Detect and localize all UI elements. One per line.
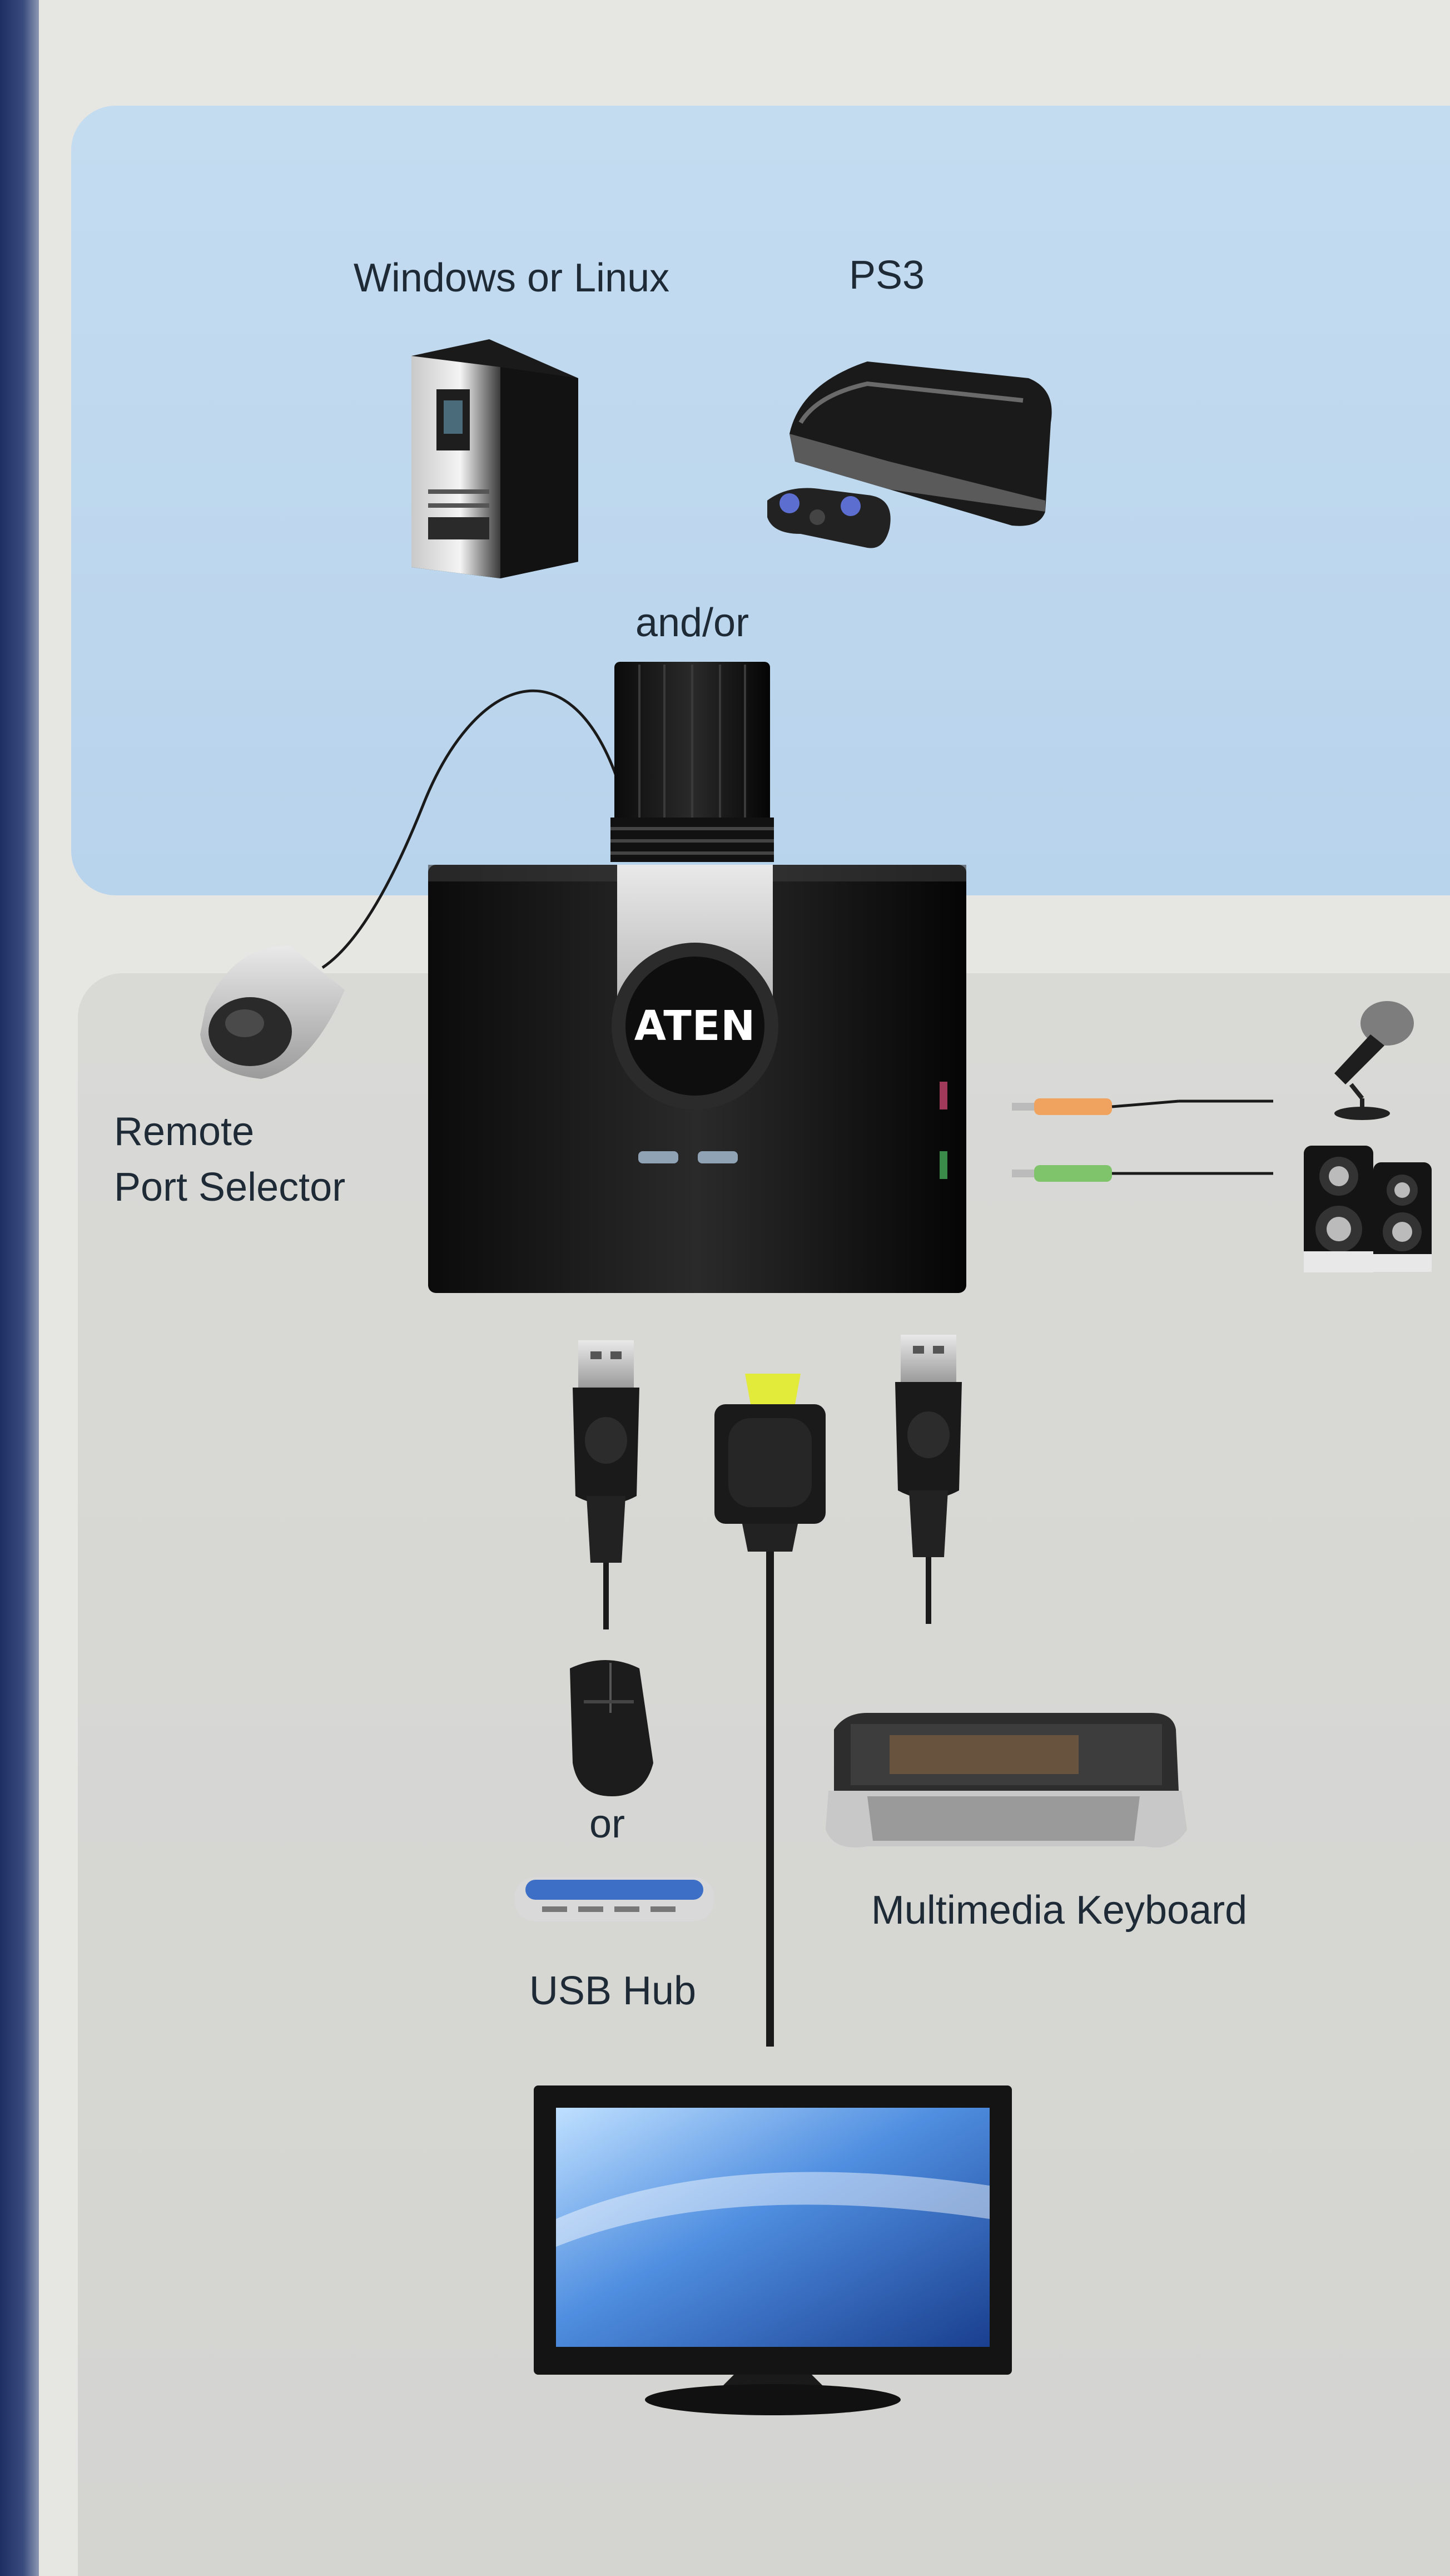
speakers-icon — [1304, 1146, 1432, 1272]
host-cable-connector — [610, 662, 774, 862]
label-usb-hub: USB Hub — [529, 1969, 697, 2013]
label-windows-linux: Windows or Linux — [353, 256, 670, 300]
microphone-icon — [1334, 1001, 1414, 1120]
box-edge — [0, 0, 39, 2576]
label-ps3: PS3 — [848, 253, 925, 298]
label-and-or: and/or — [635, 601, 749, 645]
mic-cable — [1012, 1098, 1273, 1115]
speaker-cable — [1012, 1165, 1273, 1182]
usb-plug-icon — [895, 1335, 962, 1624]
ps3-console-icon — [789, 361, 1052, 526]
mouse-icon — [570, 1660, 653, 1796]
usb-plug-icon — [573, 1340, 639, 1629]
label-keyboard: Multimedia Keyboard — [871, 1888, 1248, 1933]
usb-hub-icon — [514, 1877, 714, 1921]
kvm-switch — [428, 865, 966, 1293]
label-remote-line2: Port Selector — [114, 1165, 346, 1210]
label-remote-line1: Remote — [114, 1109, 255, 1154]
pc-tower-icon — [411, 339, 578, 578]
aten-logo: ATEN — [634, 1002, 756, 1050]
hdmi-plug-icon — [714, 1374, 826, 2047]
remote-selector-icon — [200, 945, 345, 1079]
keyboard-icon — [826, 1713, 1187, 1847]
gamepad-icon — [767, 488, 891, 548]
monitor-icon — [534, 2085, 1012, 2415]
label-or: or — [589, 1802, 625, 1846]
